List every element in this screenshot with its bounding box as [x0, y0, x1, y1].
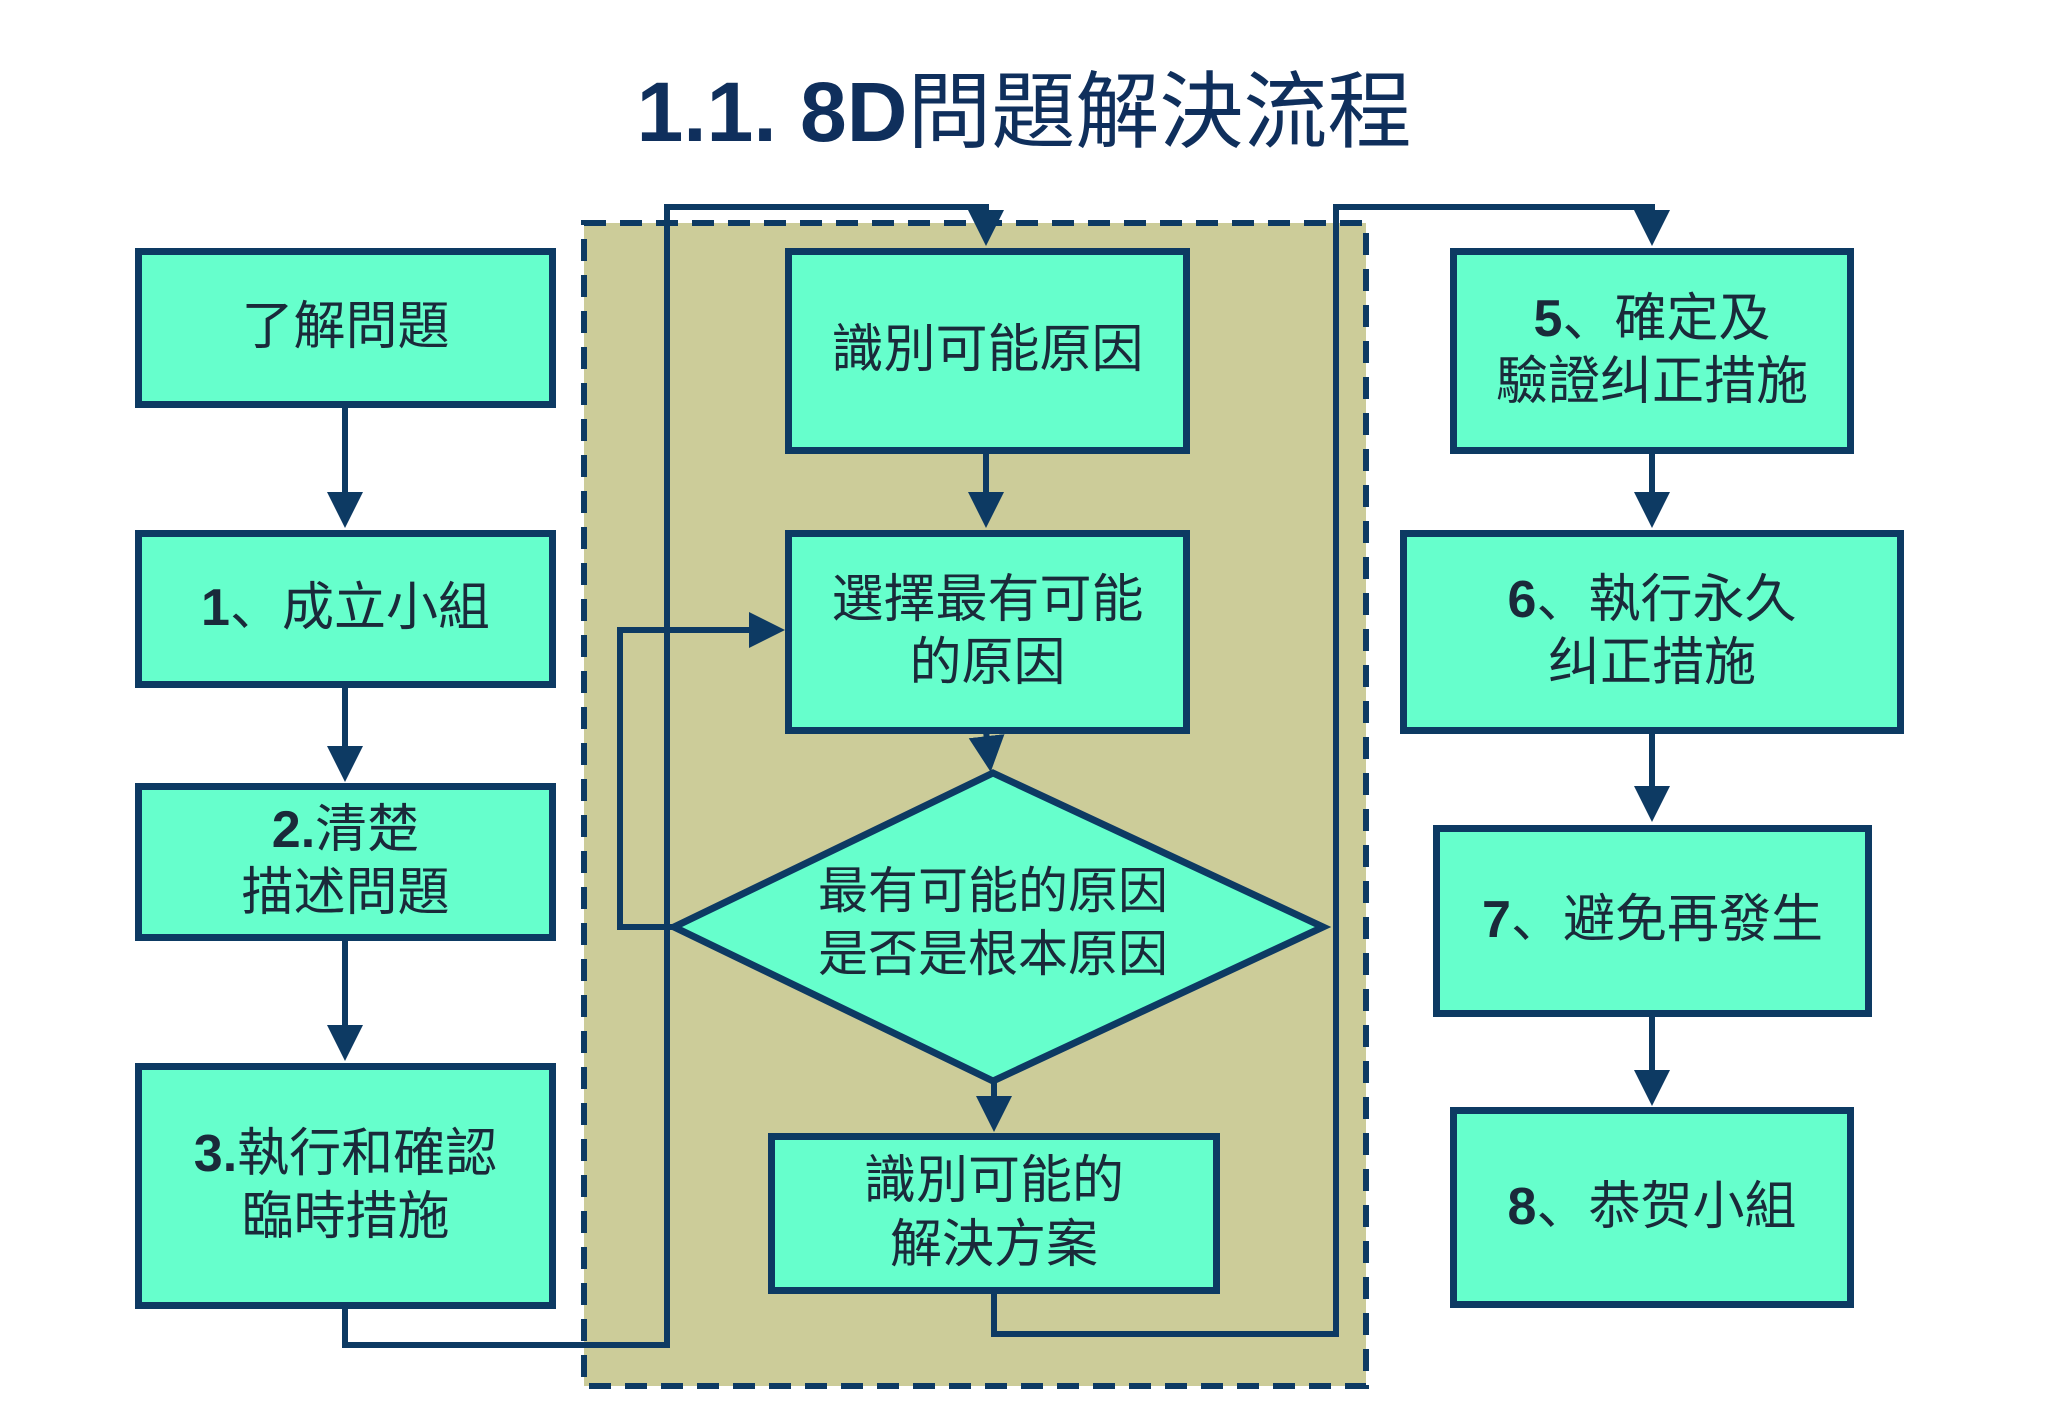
step-6-permanent-corrective-actions: 6、執行永久 纠正措施: [1400, 530, 1904, 734]
step-identify-possible-causes: 識別可能原因: [785, 248, 1190, 454]
title-prefix: 1.1. 8D: [636, 65, 908, 159]
step-3-interim-actions: 3.執行和確認 臨時措施: [135, 1063, 556, 1309]
step-understand-problem: 了解問題: [135, 248, 556, 408]
connector-decision-loop-back: [617, 612, 785, 930]
connector-solutions-to-step5: [991, 204, 1670, 1337]
step-identify-possible-solutions: 識別可能的 解決方案: [768, 1133, 1220, 1294]
decision-root-cause-question: 最有可能的原因 是否是根本原因: [818, 862, 1168, 983]
step-7-prevent-recurrence: 7、避免再發生: [1433, 825, 1872, 1017]
step-5-verify-corrective-actions: 5、確定及 驗證纠正措施: [1450, 248, 1854, 454]
step-1-form-team: 1、成立小組: [135, 530, 556, 688]
step-select-most-likely-cause: 選擇最有可能 的原因: [785, 530, 1190, 734]
connector-interim-to-causes: [342, 204, 1004, 1348]
step-8-congratulate-team: 8、恭贺小組: [1450, 1107, 1854, 1308]
title-suffix: 問題解決流程: [907, 63, 1412, 161]
arrow-select-to-decision: [968, 730, 1005, 772]
page-title: 1.1. 8D問題解決流程: [0, 45, 2048, 166]
step-2-describe-problem: 2.清楚 描述問題: [135, 783, 556, 941]
